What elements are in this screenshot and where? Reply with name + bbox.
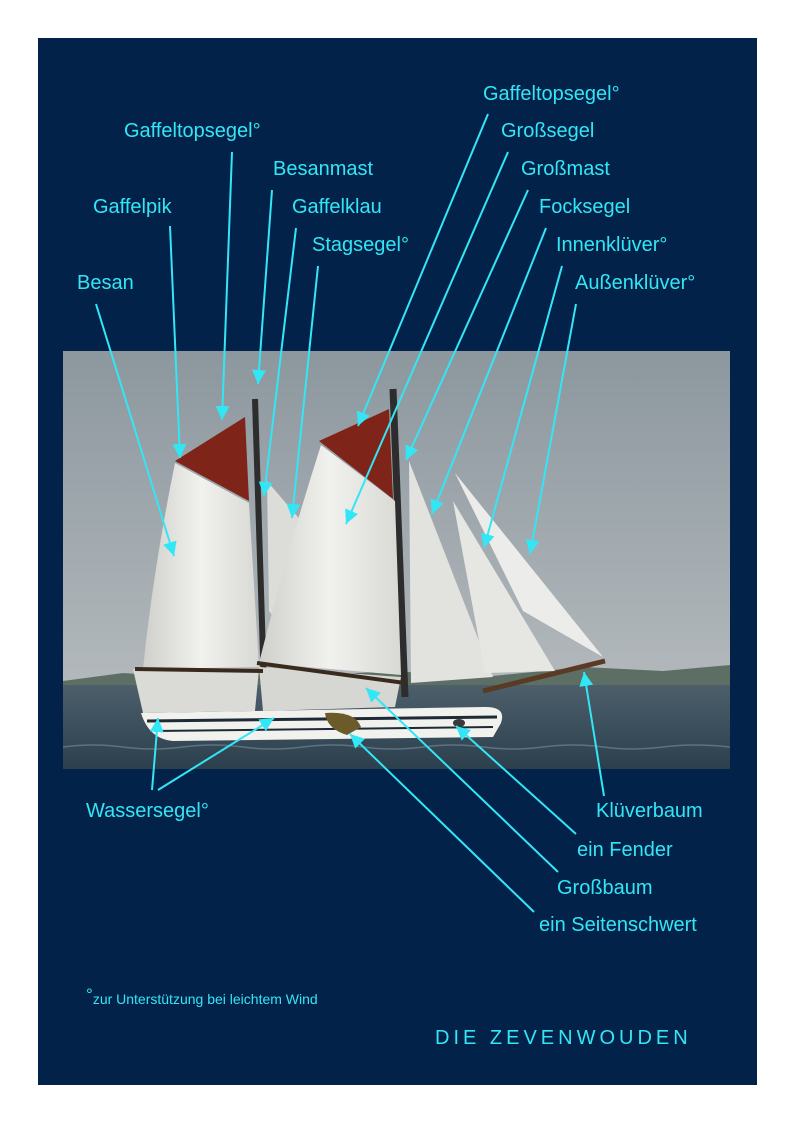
label-klueverbaum: Klüverbaum xyxy=(596,800,703,822)
label-aussenkluever: Außenklüver° xyxy=(575,272,696,294)
label-grosssegel: Großsegel xyxy=(501,120,595,142)
label-focksegel: Focksegel xyxy=(539,196,631,218)
label-stagsegel: Stagsegel° xyxy=(312,234,409,256)
main-boom xyxy=(256,661,406,685)
mizzen-boom xyxy=(134,667,264,673)
mizzen-topsail xyxy=(175,417,249,501)
label-gaffelpik: Gaffelpik xyxy=(93,196,172,218)
label-seitenschwert: ein Seitenschwert xyxy=(539,914,697,936)
mizzen-mast xyxy=(252,398,267,688)
vessel-name: DIE ZEVENWOUDEN xyxy=(435,1027,692,1049)
leeboard xyxy=(325,712,361,735)
label-grossbaum: Großbaum xyxy=(557,877,653,899)
label-gaffeltopsegel-main: Gaffeltopsegel° xyxy=(483,83,620,105)
label-grossmast: Großmast xyxy=(521,158,610,180)
bowsprit xyxy=(482,658,606,694)
ship-photo xyxy=(63,351,730,769)
label-gaffeltopsegel-mizzen: Gaffeltopsegel° xyxy=(124,120,261,142)
label-besan: Besan xyxy=(77,272,134,294)
footnote: °zur Unterstützung bei leichtem Wind xyxy=(86,985,318,1007)
footnote-text: zur Unterstützung bei leichtem Wind xyxy=(92,991,318,1007)
footnote-mark: ° xyxy=(86,985,93,1004)
fender-shape xyxy=(453,719,465,727)
label-innenkluever: Innenklüver° xyxy=(556,234,668,256)
water-sail-mizzen xyxy=(133,669,259,713)
label-gaffelklau: Gaffelklau xyxy=(292,196,382,218)
inner-jib xyxy=(453,501,555,673)
label-wassersegel: Wassersegel° xyxy=(86,800,209,822)
label-besanmast: Besanmast xyxy=(273,158,374,180)
label-fender: ein Fender xyxy=(577,839,673,861)
